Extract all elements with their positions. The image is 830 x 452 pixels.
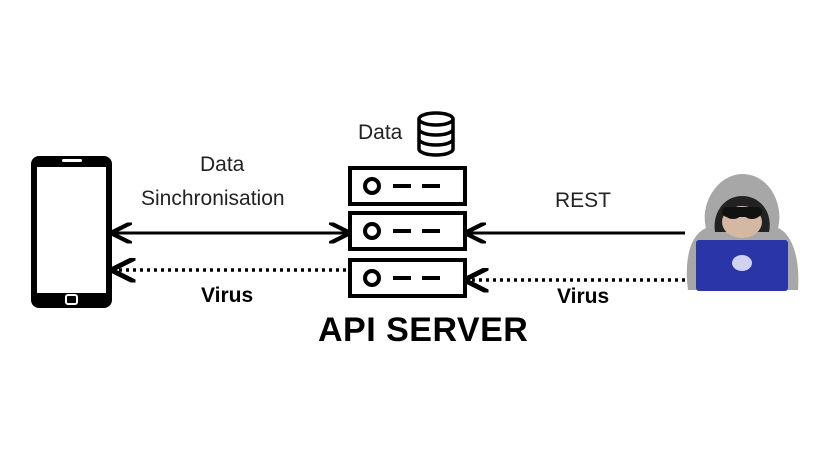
server-title: API SERVER: [318, 311, 529, 349]
server-rack-icon: [348, 166, 467, 298]
server-data-label: Data: [358, 121, 403, 144]
hacker-icon: [686, 174, 799, 291]
database-icon: [417, 111, 455, 157]
rest-label: REST: [555, 189, 612, 212]
sync-label-line1: Data: [200, 153, 245, 176]
server-unit-top: [348, 166, 467, 206]
server-unit-middle: [348, 211, 467, 251]
server-unit-bottom: [348, 258, 467, 298]
sync-label-line2: Sinchronisation: [141, 187, 285, 210]
smartphone-icon: [31, 156, 112, 308]
virus-label-left: Virus: [201, 284, 254, 307]
hacker-laptop-logo: [732, 255, 752, 271]
virus-label-right: Virus: [557, 285, 610, 308]
